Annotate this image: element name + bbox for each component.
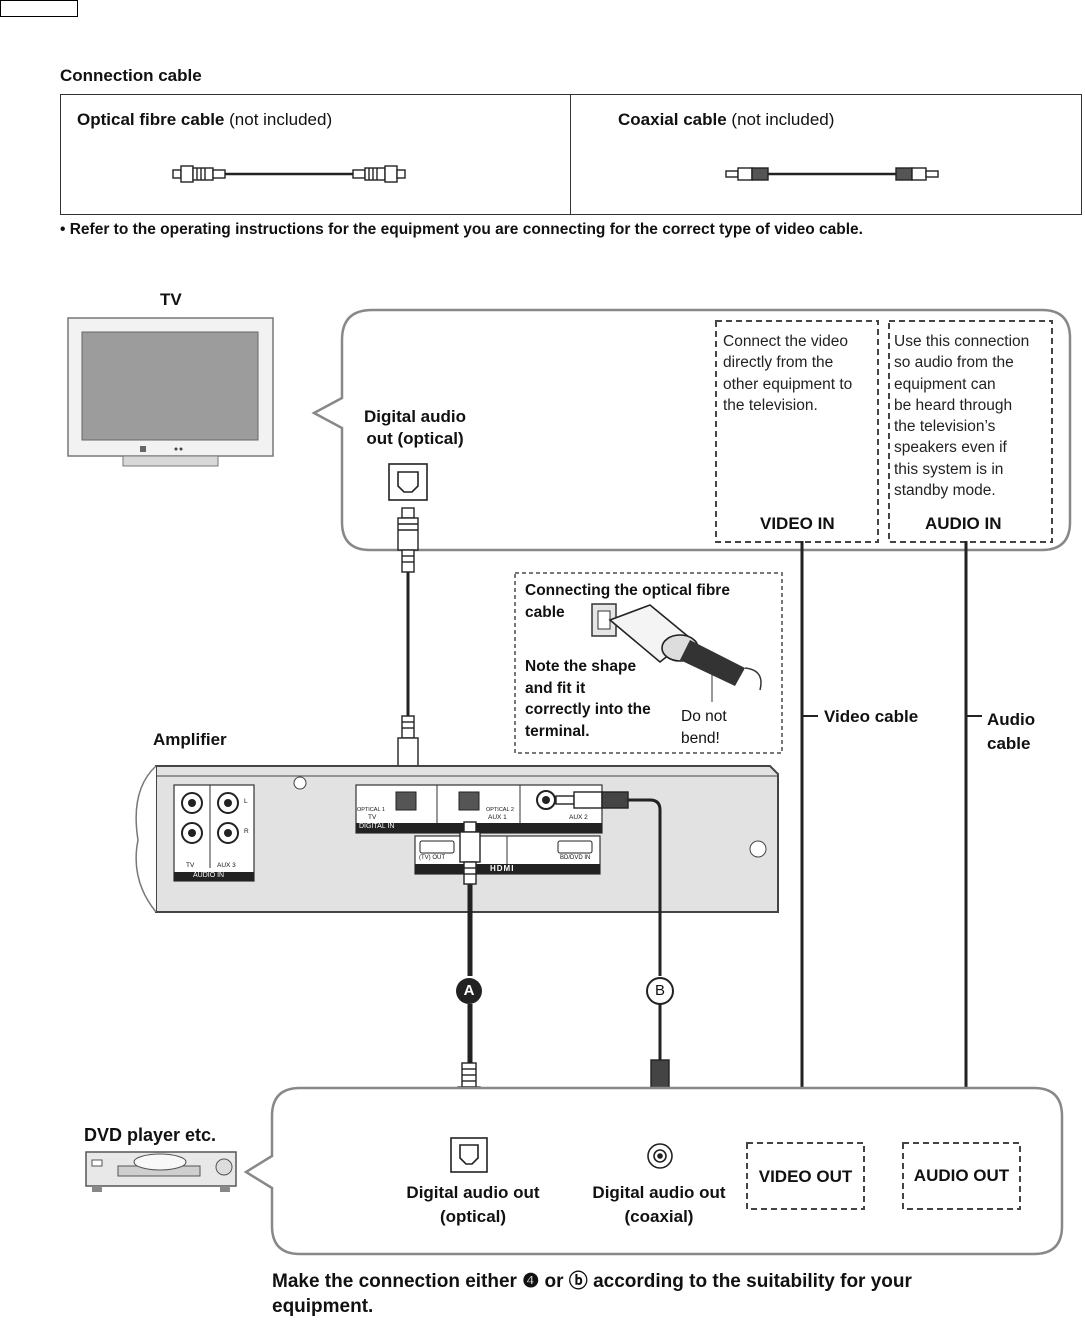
connection-cable-title: Connection cable (60, 66, 202, 85)
video-in-box (715, 320, 879, 543)
panel-tv-small: TV (186, 862, 195, 869)
coaxial-cable-icon (725, 167, 939, 181)
refer-note: • Refer to the operating instructions fo… (60, 221, 863, 238)
optical-tip-box (514, 572, 783, 754)
audio-desc-line: this system is in (894, 460, 1004, 478)
tv-optical-plug (397, 507, 419, 573)
video-desc-line: directly from the (723, 354, 834, 372)
panel-r: R (244, 828, 249, 835)
audio-out-box (902, 1142, 1021, 1210)
optical-tip-shape-note: Note the shape and fit it correctly into… (525, 656, 651, 742)
video-desc-line: other equipment to (723, 375, 853, 393)
shape-note-line: Note the shape (525, 658, 637, 675)
optical-plug-closeup (591, 603, 762, 702)
marker-b-label: B (654, 982, 665, 999)
shape-note-line: terminal. (525, 722, 590, 740)
panel-aux1: AUX 1 (488, 814, 507, 821)
panel-optical1: OPTICAL 1 (357, 807, 385, 813)
tv-port-label-line1: Digital audio (364, 407, 466, 426)
do-not-bend-line2: bend! (681, 729, 720, 747)
audio-desc-line: be heard through (894, 396, 1013, 414)
audio-desc-line: so audio from the (894, 354, 1014, 372)
cable-table (60, 94, 1082, 215)
video-in-label: VIDEO IN (760, 514, 835, 533)
audio-in-label: AUDIO IN (925, 514, 1002, 533)
panel-digital-in: DIGITAL IN (359, 823, 395, 830)
dvd-optical-label: Digital audio out (optical) (390, 1181, 556, 1229)
tv-callout-bubble (311, 308, 1072, 552)
optical-tip-title: Connecting the optical fibre cable (525, 580, 730, 624)
video-out-label: VIDEO OUT (758, 1167, 853, 1186)
dvd-optical-port (450, 1137, 488, 1173)
dvd-coaxial-label-line2: (coaxial) (624, 1207, 694, 1226)
audio-cable-label-line1: Audio (987, 710, 1036, 729)
tv-illustration (67, 317, 274, 467)
optical-cable-icon (172, 165, 406, 183)
coaxial-cable-note: (not included) (731, 110, 835, 129)
video-in-description: Connect the video directly from the othe… (723, 331, 852, 416)
marker-a (456, 978, 482, 1004)
audio-in-box (888, 320, 1053, 543)
optical-cable-name: Optical fibre cable (77, 110, 225, 129)
marker-a-label: A (463, 982, 475, 999)
audio-out-label: AUDIO OUT (913, 1166, 1010, 1185)
audio-desc-line: standby mode. (894, 482, 996, 500)
panel-optical2: OPTICAL 2 (486, 807, 514, 813)
optical-cable-note: (not included) (229, 110, 333, 129)
tv-optical-port (388, 463, 428, 501)
audio-desc-line: equipment can (894, 375, 996, 393)
dvd-optical-label-line2: (optical) (439, 1207, 507, 1226)
panel-bd-dvd-in: BD/DVD IN (560, 855, 591, 861)
video-desc-line: the television. (723, 396, 818, 414)
dvd-optical-label-line1: Digital audio out (406, 1183, 540, 1202)
footer-line2: equipment. (272, 1296, 374, 1317)
do-not-bend-note: Do not bend! (681, 706, 727, 749)
optical-tip-title-line1: Connecting the optical fibre (525, 582, 730, 599)
panel-hdmi: HDMI (490, 864, 515, 873)
audio-in-description: Use this connection so audio from the eq… (894, 331, 1029, 501)
page-tab (0, 0, 78, 17)
panel-audio-in: AUDIO IN (193, 872, 225, 879)
video-out-box (746, 1142, 865, 1210)
amplifier-label: Amplifier (153, 730, 227, 749)
dvd-callout-bubble (243, 1086, 1064, 1256)
dvd-coaxial-label-line1: Digital audio out (592, 1183, 726, 1202)
audio-desc-line: Use this connection (894, 333, 1030, 350)
audio-desc-line: the television’s (894, 418, 996, 436)
audio-cable-label-line2: cable (987, 734, 1031, 753)
amp-coax-plug (555, 791, 629, 809)
cable-table-divider (570, 94, 571, 215)
dvd-coaxial-label: Digital audio out (coaxial) (576, 1181, 742, 1229)
tv-port-label-line2: out (optical) (366, 429, 464, 448)
video-desc-line: Connect the video (723, 333, 848, 350)
tv-port-label: Digital audio out (optical) (354, 406, 476, 450)
shape-note-line: and fit it (525, 679, 586, 697)
panel-tv-out: (TV) OUT (419, 855, 445, 861)
footer-line1: Make the connection either ❹ or ⓑ accord… (272, 1271, 912, 1292)
coaxial-cable-label: Coaxial cable (not included) (618, 110, 834, 130)
audio-desc-line: speakers even if (894, 439, 1007, 457)
dvd-label: DVD player etc. (84, 1125, 217, 1145)
dvd-player-illustration (85, 1151, 237, 1192)
tv-label: TV (160, 290, 182, 309)
amplifier-body (135, 765, 779, 913)
optical-cable-label: Optical fibre cable (not included) (77, 110, 332, 130)
panel-aux2: AUX 2 (569, 814, 588, 821)
amp-optical-plug-lower (459, 821, 481, 885)
dvd-coax-port (647, 1143, 673, 1169)
panel-aux3: AUX 3 (217, 862, 236, 869)
optical-tip-title-line2: cable (525, 604, 565, 621)
coaxial-cable-name: Coaxial cable (618, 110, 727, 129)
audio-cable-label: Audio cable (987, 708, 1035, 756)
video-cable-label: Video cable (824, 707, 919, 726)
shape-note-line: correctly into the (525, 701, 651, 718)
do-not-bend-line1: Do not (681, 708, 727, 725)
panel-tv: TV (368, 814, 377, 821)
footer-instruction: Make the connection either ❹ or ⓑ accord… (272, 1269, 1032, 1319)
panel-l: L (244, 798, 248, 805)
